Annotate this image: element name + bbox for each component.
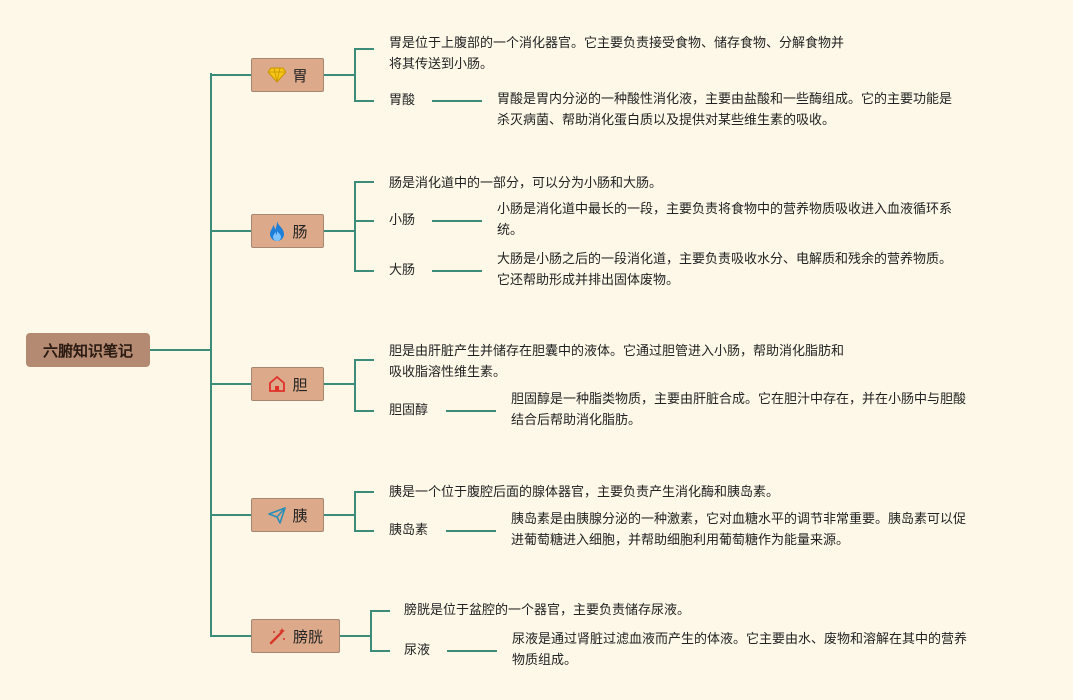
child-description: 物质组成。 — [512, 653, 578, 668]
child-description: 统。 — [497, 223, 524, 238]
connector-line — [150, 349, 212, 351]
child-label[interactable]: 胃酸 — [389, 93, 416, 108]
branch-node[interactable]: 肠 — [251, 214, 324, 248]
branch-node[interactable]: 膀胱 — [251, 619, 340, 653]
root-node[interactable]: 六腑知识笔记 — [26, 333, 150, 367]
child-label[interactable]: 大肠 — [389, 263, 416, 278]
branch-description: 吸收脂溶性维生素。 — [389, 365, 507, 380]
branch-label: 胆 — [292, 375, 308, 394]
child-label[interactable]: 胆固醇 — [389, 403, 429, 418]
connector-line — [324, 230, 355, 232]
connector-line — [354, 359, 356, 411]
connector-line — [354, 491, 374, 493]
connector-line — [324, 383, 355, 385]
connector-line — [432, 270, 482, 272]
connector-line — [432, 100, 482, 102]
connector-line — [354, 100, 374, 102]
branch-label: 肠 — [292, 222, 308, 241]
branch-description: 膀胱是位于盆腔的一个器官，主要负责储存尿液。 — [404, 603, 691, 618]
magic-wand-icon — [268, 626, 288, 646]
branch-description: 将其传送到小肠。 — [389, 57, 494, 72]
branch-node[interactable]: 胃 — [251, 58, 324, 92]
connector-line — [210, 74, 251, 76]
diamond-icon — [267, 65, 287, 85]
root-label: 六腑知识笔记 — [42, 341, 133, 360]
connector-line — [446, 410, 496, 412]
child-description: 胰岛素是由胰腺分泌的一种激素，它对血糖水平的调节非常重要。胰岛素可以促 — [511, 512, 967, 527]
child-description: 杀灭病菌、帮助消化蛋白质以及提供对某些维生素的吸收。 — [497, 113, 836, 128]
branch-label: 胃 — [292, 66, 308, 85]
connector-line — [370, 650, 390, 652]
connector-line — [370, 610, 390, 612]
connector-line — [354, 530, 374, 532]
child-description: 尿液是通过肾脏过滤血液而产生的体液。它主要由水、废物和溶解在其中的营养 — [512, 632, 968, 647]
connector-line — [354, 220, 374, 222]
connector-line — [340, 635, 371, 637]
connector-line — [354, 181, 374, 183]
connector-line — [354, 410, 374, 412]
connector-line — [370, 610, 372, 651]
child-description: 进葡萄糖进入细胞，并帮助细胞利用葡萄糖作为能量来源。 — [511, 533, 850, 548]
child-description: 它还帮助形成并排出固体废物。 — [497, 273, 680, 288]
branch-description: 胆是由肝脏产生并储存在胆囊中的液体。它通过胆管进入小肠，帮助消化脂肪和 — [389, 344, 845, 359]
connector-line — [354, 359, 374, 361]
branch-description: 肠是消化道中的一部分，可以分为小肠和大肠。 — [389, 176, 663, 191]
branch-node[interactable]: 胰 — [251, 498, 324, 532]
branch-node[interactable]: 胆 — [251, 367, 324, 401]
flame-icon — [267, 221, 287, 241]
connector-line — [210, 383, 251, 385]
home-icon — [267, 374, 287, 394]
connector-line — [446, 530, 496, 532]
child-label[interactable]: 小肠 — [389, 213, 416, 228]
connector-line — [354, 270, 374, 272]
connector-line — [324, 74, 355, 76]
child-description: 大肠是小肠之后的一段消化道，主要负责吸收水分、电解质和残余的营养物质。 — [497, 252, 953, 267]
child-description: 胆固醇是一种脂类物质，主要由肝脏合成。它在胆汁中存在，并在小肠中与胆酸 — [511, 392, 967, 407]
paper-plane-icon — [267, 505, 287, 525]
connector-line — [447, 650, 497, 652]
child-description: 结合后帮助消化脂肪。 — [511, 413, 642, 428]
branch-label: 膀胱 — [292, 627, 323, 646]
connector-line — [354, 48, 374, 50]
branch-label: 胰 — [292, 506, 308, 525]
connector-line — [210, 230, 251, 232]
connector-line — [210, 73, 212, 636]
connector-line — [210, 514, 251, 516]
child-label[interactable]: 尿液 — [404, 643, 431, 658]
connector-line — [210, 635, 251, 637]
connector-line — [432, 220, 482, 222]
branch-description: 胃是位于上腹部的一个消化器官。它主要负责接受食物、储存食物、分解食物并 — [389, 36, 845, 51]
connector-line — [324, 514, 355, 516]
branch-description: 胰是一个位于腹腔后面的腺体器官，主要负责产生消化酶和胰岛素。 — [389, 485, 780, 500]
child-label[interactable]: 胰岛素 — [389, 523, 429, 538]
connector-line — [354, 181, 356, 271]
child-description: 胃酸是胃内分泌的一种酸性消化液，主要由盐酸和一些酶组成。它的主要功能是 — [497, 92, 953, 107]
connector-line — [354, 491, 356, 531]
connector-line — [354, 48, 356, 101]
child-description: 小肠是消化道中最长的一段，主要负责将食物中的营养物质吸收进入血液循环系 — [497, 202, 953, 217]
